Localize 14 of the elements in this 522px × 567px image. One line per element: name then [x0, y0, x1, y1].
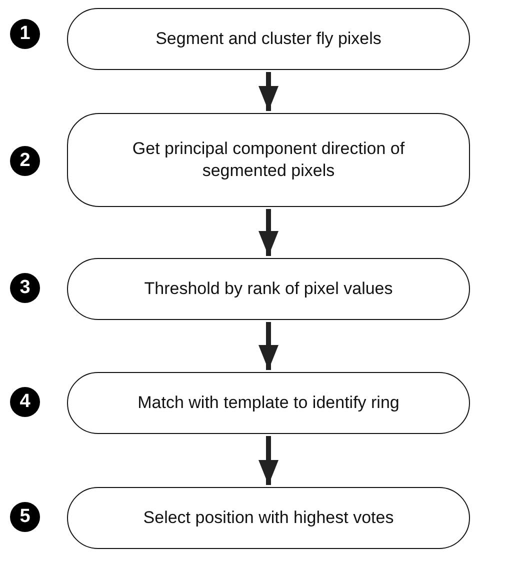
arrow — [258, 322, 278, 370]
process-box: Segment and cluster fly pixels — [67, 8, 470, 70]
arrow — [258, 209, 278, 256]
step-number: 1 — [10, 19, 40, 49]
arrow — [258, 436, 278, 485]
step-number: 5 — [10, 502, 40, 532]
process-box: Match with template to identify ring — [67, 372, 470, 434]
step-number: 4 — [10, 387, 40, 417]
step-number: 2 — [10, 146, 40, 176]
arrow — [258, 72, 278, 111]
step-number: 3 — [10, 273, 40, 303]
process-box: Threshold by rank of pixel values — [67, 258, 470, 320]
process-box: Get principal component direction of segmented pixels — [67, 113, 470, 207]
process-box: Select position with highest votes — [67, 487, 470, 549]
